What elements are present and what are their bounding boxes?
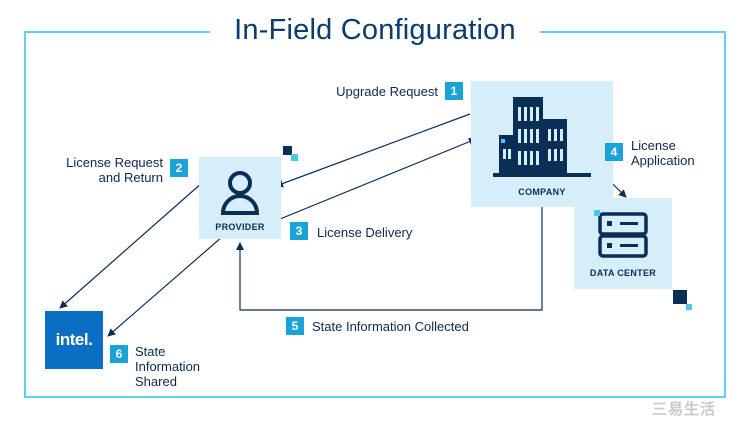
intel-logo: intel. bbox=[45, 311, 103, 369]
frame-top-right bbox=[540, 31, 726, 33]
deco-square-blue-2 bbox=[686, 304, 692, 310]
step-4-badge: 4 bbox=[605, 143, 623, 161]
frame-left bbox=[24, 31, 26, 398]
deco-square-navy-1 bbox=[283, 146, 292, 155]
deco-square-blue-1 bbox=[291, 154, 298, 161]
server-icon bbox=[594, 210, 648, 258]
watermark: 三易生活 bbox=[652, 401, 717, 418]
step-1-text: Upgrade Request bbox=[336, 84, 438, 99]
deco-square-navy-2 bbox=[673, 290, 687, 304]
frame-right bbox=[724, 31, 726, 398]
step-1-badge: 1 bbox=[445, 82, 463, 100]
step-3-text: License Delivery bbox=[317, 225, 413, 240]
step-2-badge: 2 bbox=[170, 159, 188, 177]
person-icon bbox=[220, 171, 260, 215]
step-6-badge: 6 bbox=[110, 345, 128, 363]
step-5-badge: 5 bbox=[286, 317, 304, 335]
frame-top-left bbox=[24, 31, 210, 33]
arrow-upgrade-request bbox=[275, 113, 471, 188]
data-center-node: DATA CENTER bbox=[574, 198, 672, 289]
step-4-text: License Application bbox=[631, 138, 695, 168]
step-6-text: State Information Shared bbox=[135, 344, 201, 389]
provider-label: PROVIDER bbox=[215, 222, 265, 232]
step-3-badge: 3 bbox=[290, 222, 308, 240]
company-node: COMPANY bbox=[471, 81, 613, 207]
company-label: COMPANY bbox=[518, 187, 566, 197]
arrow-state-collected bbox=[236, 207, 543, 311]
arrow-state-shared bbox=[107, 229, 231, 337]
step-2-text: License Request and Return bbox=[66, 155, 163, 185]
diagram-title: In-Field Configuration bbox=[234, 14, 516, 46]
data-center-label: DATA CENTER bbox=[589, 268, 657, 278]
intel-logo-text: intel. bbox=[55, 330, 93, 349]
arrow-license-request bbox=[59, 174, 211, 309]
provider-node: PROVIDER bbox=[199, 157, 281, 239]
arrow-license-delivery bbox=[279, 137, 477, 220]
frame-bottom bbox=[24, 396, 726, 398]
building-icon bbox=[493, 97, 591, 177]
step-5-text: State Information Collected bbox=[312, 319, 469, 334]
